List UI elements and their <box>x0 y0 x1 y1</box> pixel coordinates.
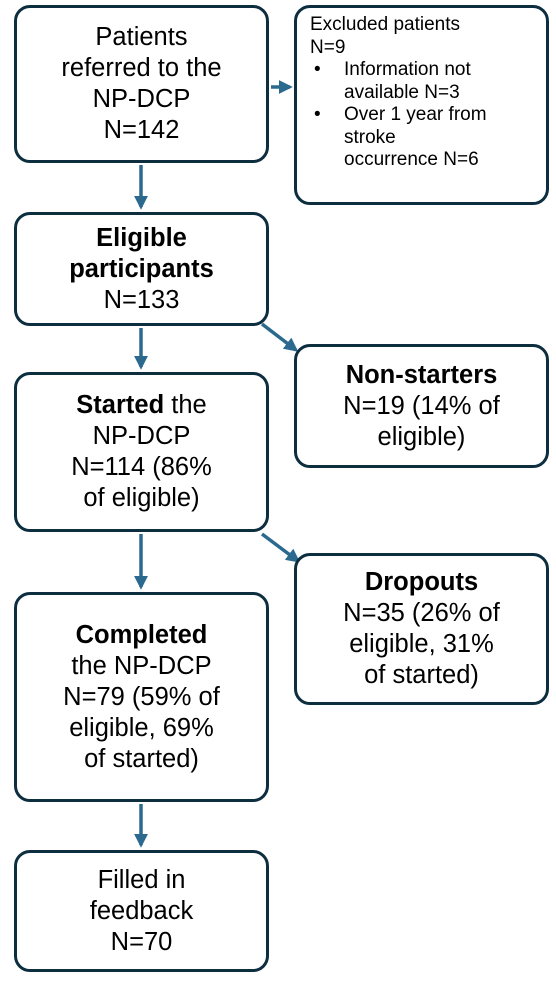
excluded-reason-1-line-1: Information not <box>344 59 471 80</box>
box-started: Started the NP-DCP N=114 (86% of eligibl… <box>14 372 269 532</box>
started-line-1: Started the <box>76 390 206 421</box>
feedback-line-2: feedback <box>89 896 194 925</box>
referred-count: N=142 <box>103 116 180 144</box>
nonstarters-line-3: eligible) <box>377 422 466 451</box>
excluded-title: Excluded patients <box>310 14 460 35</box>
box-eligible-participants: Eligible participants N=133 <box>14 212 269 326</box>
arrow-eligible-to-nonstarters <box>260 322 299 352</box>
excluded-reason-item: • Information not available N=3 <box>310 59 487 104</box>
bullet-icon: • <box>314 59 321 80</box>
started-line-3: N=114 (86% <box>71 453 212 481</box>
referred-line-3: NP-DCP <box>92 85 191 113</box>
eligible-line-2: participants <box>69 254 214 283</box>
arrow-started-to-dropouts <box>260 532 301 563</box>
started-line-4: of eligible) <box>83 484 200 512</box>
excluded-count: N=9 <box>310 36 346 58</box>
completed-line-2: the NP-DCP <box>71 651 212 680</box>
excluded-reason-item: • Over 1 year from stroke occurrence N=6 <box>310 104 487 172</box>
box-non-starters: Non-starters N=19 (14% of eligible) <box>294 344 549 468</box>
started-rest: the <box>164 391 207 419</box>
completed-line-3: N=79 (59% of <box>63 682 220 711</box>
feedback-line-1: Filled in <box>97 865 186 894</box>
excluded-reason-2-line-3: occurrence N=6 <box>344 149 479 170</box>
eligible-line-1: Eligible <box>96 223 187 252</box>
dropouts-line-3: eligible, 31% <box>349 630 494 658</box>
started-bold-word: Started <box>76 391 165 419</box>
referred-line-1: Patients <box>95 23 188 51</box>
excluded-reason-2-line-1: Over 1 year from <box>344 104 487 125</box>
dropouts-line-4: of started) <box>364 661 479 689</box>
box-dropouts: Dropouts N=35 (26% of eligible, 31% of s… <box>294 553 549 705</box>
box-patients-referred: Patients referred to the NP-DCP N=142 <box>14 5 269 163</box>
excluded-reason-2-line-2: stroke <box>344 126 396 148</box>
box-excluded-patients: Excluded patients N=9 • Information not … <box>294 5 549 205</box>
feedback-count: N=70 <box>110 927 173 956</box>
bullet-icon: • <box>314 104 321 125</box>
box-filled-in-feedback: Filled in feedback N=70 <box>14 850 269 972</box>
completed-title: Completed <box>75 620 208 649</box>
excluded-reason-1-line-2: available N=3 <box>344 81 460 103</box>
nonstarters-line-2: N=19 (14% of <box>343 391 500 420</box>
dropouts-line-2: N=35 (26% of <box>343 599 500 627</box>
started-line-2: NP-DCP <box>92 422 191 450</box>
completed-line-4: eligible, 69% <box>69 713 214 742</box>
referred-line-2: referred to the <box>61 54 222 82</box>
excluded-reasons-list: • Information not available N=3 • Over 1… <box>314 59 487 172</box>
completed-line-5: of started) <box>84 744 199 773</box>
dropouts-title: Dropouts <box>364 568 479 596</box>
nonstarters-title: Non-starters <box>345 360 498 389</box>
eligible-count: N=133 <box>103 285 180 314</box>
box-completed: Completed the NP-DCP N=79 (59% of eligib… <box>14 592 269 802</box>
